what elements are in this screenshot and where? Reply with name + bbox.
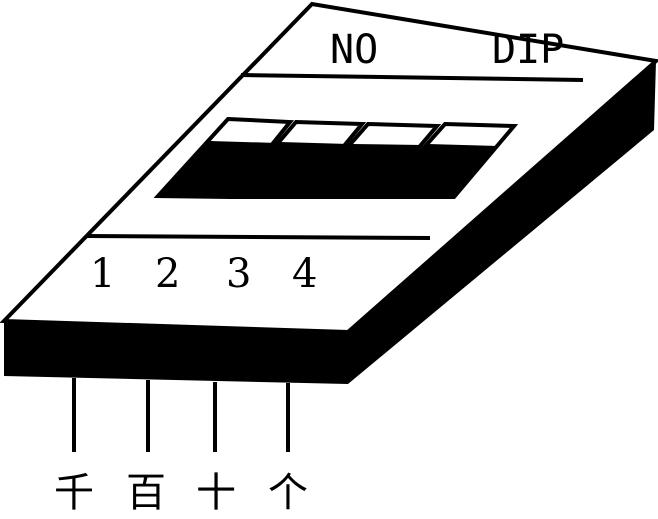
switch-1-lever bbox=[158, 141, 278, 197]
switch-number-2: 2 bbox=[155, 251, 180, 297]
switch-number-1: 1 bbox=[90, 251, 115, 297]
header-dip-label: DIP bbox=[492, 27, 564, 73]
pin-label-2: 百 bbox=[126, 470, 166, 516]
switch-number-3: 3 bbox=[226, 251, 251, 297]
pin-label-3: 十 bbox=[196, 470, 236, 516]
lower-separator-line bbox=[85, 234, 431, 240]
switch-3[interactable] bbox=[299, 121, 442, 199]
pin-label-4: 个 bbox=[268, 470, 308, 516]
switch-4[interactable] bbox=[375, 121, 519, 199]
pin-label-1: 千 bbox=[54, 470, 94, 516]
switch-number-4: 4 bbox=[292, 251, 317, 297]
header-no-label: NO bbox=[330, 27, 378, 73]
switch-2-lever bbox=[232, 142, 349, 197]
body-front-side bbox=[4, 61, 656, 384]
switch-3-lever bbox=[304, 144, 422, 197]
switch-4-lever bbox=[380, 144, 498, 197]
upper-separator-line bbox=[240, 73, 584, 82]
